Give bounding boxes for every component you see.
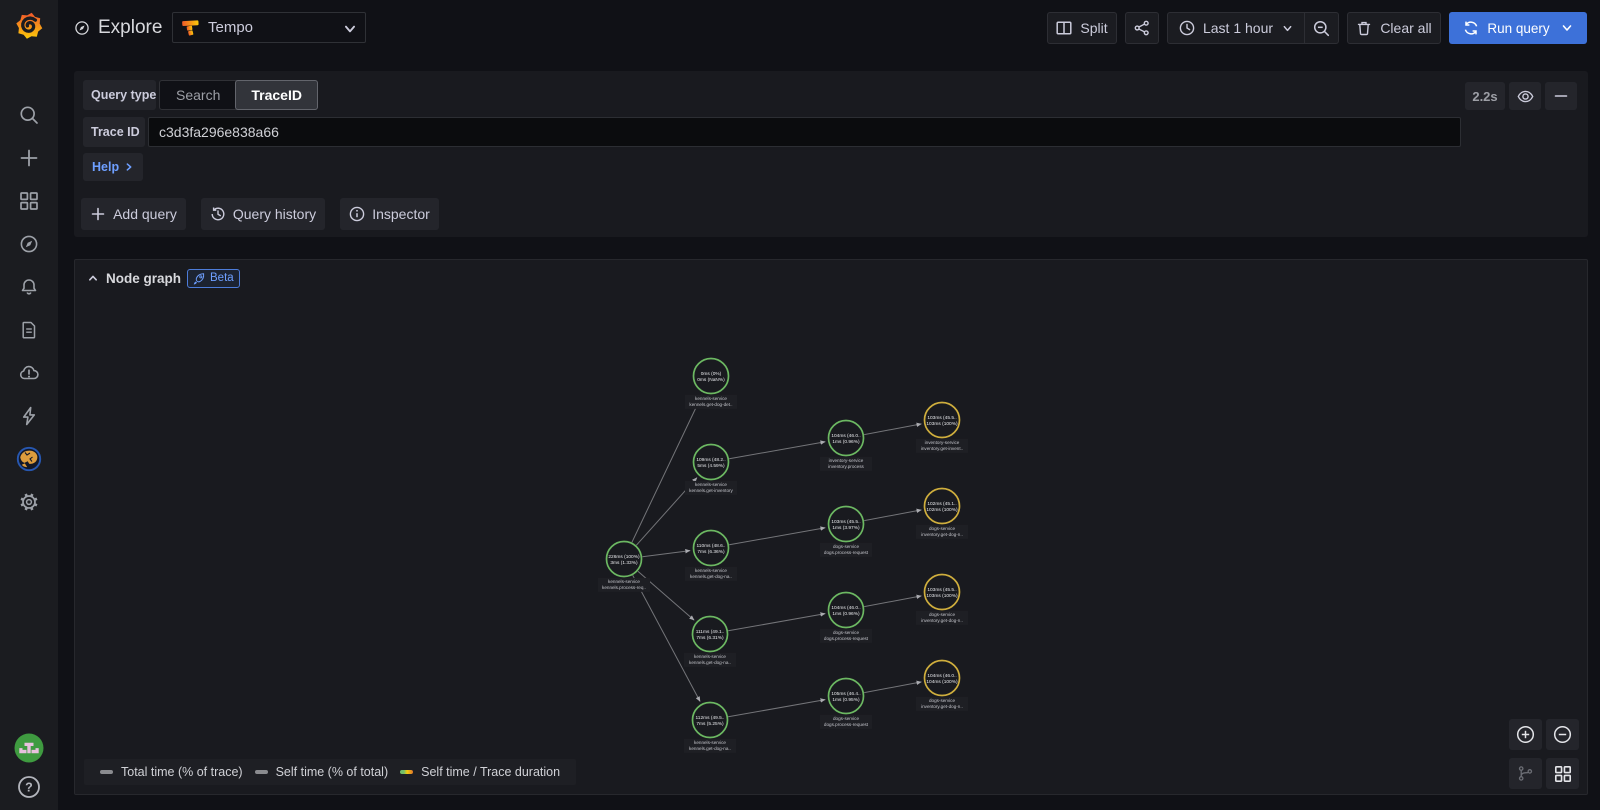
svg-text:112ms (49.5..: 112ms (49.5..: [696, 715, 725, 721]
svg-text:dogs-service: dogs-service: [833, 544, 859, 549]
svg-text:103ms (100%): 103ms (100%): [926, 593, 958, 599]
svg-text:1ms (0.96%): 1ms (0.96%): [832, 439, 860, 445]
svg-text:1ms (0.96%): 1ms (0.96%): [832, 611, 860, 617]
svg-text:kennels.get-dog-na..: kennels.get-dog-na..: [689, 660, 731, 665]
svg-text:105ms (46.4..: 105ms (46.4..: [831, 691, 860, 697]
svg-text:104ms (46.0..: 104ms (46.0..: [831, 605, 860, 611]
svg-text:?: ?: [25, 781, 33, 795]
svg-text:7ms (6.31%): 7ms (6.31%): [696, 635, 724, 641]
svg-text:kennels-service: kennels-service: [694, 654, 726, 659]
svg-text:inventory-service: inventory-service: [829, 458, 864, 463]
svg-text:111ms (49.1..: 111ms (49.1..: [696, 629, 725, 635]
svg-text:kennels-service: kennels-service: [694, 740, 726, 745]
svg-text:inventory.get-dog-n..: inventory.get-dog-n..: [921, 704, 963, 709]
svg-text:kennels.process-req..: kennels.process-req..: [602, 585, 646, 590]
svg-text:7ms (6.36%): 7ms (6.36%): [697, 549, 725, 555]
svg-text:104ms (100%): 104ms (100%): [926, 679, 958, 685]
svg-text:102ms (100%): 102ms (100%): [926, 507, 958, 513]
svg-text:5ms (4.59%): 5ms (4.59%): [697, 463, 725, 469]
svg-text:0ms (0%): 0ms (0%): [701, 371, 722, 377]
svg-text:dogs.process-request: dogs.process-request: [824, 722, 869, 727]
svg-text:226ms (100%): 226ms (100%): [608, 554, 640, 560]
svg-text:inventory.get-invent..: inventory.get-invent..: [921, 446, 963, 451]
svg-text:1ms (3.97%): 1ms (3.97%): [832, 525, 860, 531]
svg-text:0ms (NaN%): 0ms (NaN%): [697, 377, 725, 383]
svg-text:inventory.process: inventory.process: [828, 464, 864, 469]
svg-text:104ms (46.0..: 104ms (46.0..: [927, 673, 956, 679]
svg-text:kennels-service: kennels-service: [695, 396, 727, 401]
svg-text:dogs.process-request: dogs.process-request: [824, 636, 869, 641]
svg-text:109ms (48.2..: 109ms (48.2..: [696, 457, 725, 463]
svg-text:dogs-service: dogs-service: [833, 716, 859, 721]
svg-text:110ms (48.6..: 110ms (48.6..: [697, 543, 726, 549]
svg-text:103ms (45.5..: 103ms (45.5..: [927, 587, 956, 593]
svg-text:dogs-service: dogs-service: [929, 526, 955, 531]
svg-text:kennels.get-inventory: kennels.get-inventory: [689, 488, 733, 493]
svg-text:kennels.get-dog-na..: kennels.get-dog-na..: [690, 574, 732, 579]
svg-text:kennels.get-dog-na..: kennels.get-dog-na..: [689, 746, 731, 751]
svg-text:inventory.get-dog-n..: inventory.get-dog-n..: [921, 618, 963, 623]
svg-text:104ms (46.0..: 104ms (46.0..: [831, 433, 860, 439]
svg-text:103ms (100%): 103ms (100%): [926, 421, 958, 427]
svg-text:inventory.get-dog-n..: inventory.get-dog-n..: [921, 532, 963, 537]
svg-text:3ms (1.33%): 3ms (1.33%): [610, 560, 638, 566]
svg-text:103ms (45.5..: 103ms (45.5..: [831, 519, 860, 525]
svg-text:kennels-service: kennels-service: [695, 482, 727, 487]
svg-text:dogs-service: dogs-service: [929, 698, 955, 703]
svg-text:kennels.get-dog-det..: kennels.get-dog-det..: [689, 402, 732, 407]
svg-text:1ms (0.95%): 1ms (0.95%): [832, 697, 860, 703]
svg-text:dogs-service: dogs-service: [929, 612, 955, 617]
svg-text:kennels-service: kennels-service: [608, 579, 640, 584]
svg-text:dogs.process-request: dogs.process-request: [824, 550, 869, 555]
svg-text:103ms (45.5..: 103ms (45.5..: [927, 415, 956, 421]
svg-text:inventory-service: inventory-service: [925, 440, 960, 445]
svg-text:102ms (45.1..: 102ms (45.1..: [927, 501, 956, 507]
svg-text:7ms (5.25%): 7ms (5.25%): [696, 721, 724, 727]
svg-text:dogs-service: dogs-service: [833, 630, 859, 635]
svg-text:kennels-service: kennels-service: [695, 568, 727, 573]
